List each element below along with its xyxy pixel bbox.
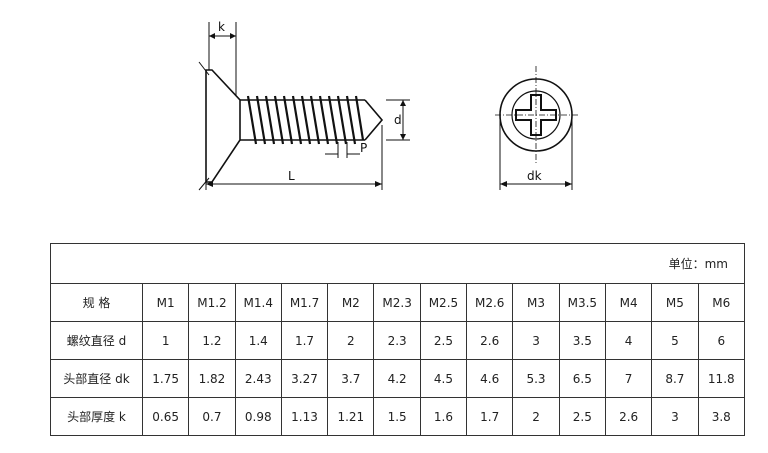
table-cell: M3.5 xyxy=(558,283,606,322)
top-view xyxy=(495,66,578,190)
p-label: P xyxy=(360,141,367,155)
table-cell: M5 xyxy=(651,283,699,322)
table-cell: 4.6 xyxy=(466,359,514,398)
table-cell: M1.7 xyxy=(280,283,329,322)
table-cell: 4.2 xyxy=(373,359,421,398)
table-cell: 8.7 xyxy=(651,359,699,398)
table-cell: 2.5 xyxy=(419,321,468,360)
table-cell: 1.5 xyxy=(373,397,421,436)
unit-label: 单位：mm xyxy=(50,243,745,284)
table-cell: 2.5 xyxy=(558,397,606,436)
table-cell: 5 xyxy=(651,321,699,360)
table-cell: 2 xyxy=(327,321,375,360)
table-cell: 3.5 xyxy=(558,321,606,360)
table-cell: 2.6 xyxy=(604,397,653,436)
table-cell: 3.27 xyxy=(280,359,329,398)
table-cell: 3 xyxy=(512,321,560,360)
table-cell: 1.21 xyxy=(327,397,375,436)
row-header: 螺纹直径 d xyxy=(50,321,143,360)
table-cell: 5.3 xyxy=(512,359,560,398)
table-cell: M4 xyxy=(604,283,653,322)
unit-row: 单位：mm xyxy=(50,243,745,284)
table-cell: M1 xyxy=(141,283,190,322)
l-label: L xyxy=(288,169,295,183)
table-cell: 0.7 xyxy=(188,397,236,436)
table-cell: 11.8 xyxy=(697,359,746,398)
table-cell: 0.98 xyxy=(234,397,282,436)
table-cell: 4 xyxy=(604,321,653,360)
side-view xyxy=(198,22,410,191)
table-cell: 3.7 xyxy=(327,359,375,398)
table-cell: M1.2 xyxy=(188,283,236,322)
table-cell: 2 xyxy=(512,397,560,436)
table-cell: M2.3 xyxy=(373,283,421,322)
table-cell: M2.6 xyxy=(466,283,514,322)
table-cell: 7 xyxy=(604,359,653,398)
k-label: k xyxy=(218,20,225,34)
table-cell: 0.65 xyxy=(141,397,190,436)
d-label: d xyxy=(394,113,402,127)
table-cell: 1 xyxy=(141,321,190,360)
table-cell: 2.43 xyxy=(234,359,282,398)
screw-drawing: k d P L dk xyxy=(198,20,578,191)
table-cell: 1.7 xyxy=(466,397,514,436)
table-cell: M2.5 xyxy=(419,283,468,322)
row-header: 头部直径 dk xyxy=(50,359,143,398)
table-cell: 2.6 xyxy=(466,321,514,360)
thread-lines xyxy=(246,95,365,145)
table-cell: 1.82 xyxy=(188,359,236,398)
table-cell: 3 xyxy=(651,397,699,436)
dk-label: dk xyxy=(527,169,542,183)
row-header: 头部厚度 k xyxy=(50,397,143,436)
row-header: 规 格 xyxy=(50,283,143,322)
table-cell: M3 xyxy=(512,283,560,322)
table-cell: 1.4 xyxy=(234,321,282,360)
table-cell: M2 xyxy=(327,283,375,322)
table-cell: 3.8 xyxy=(697,397,746,436)
table-cell: 1.6 xyxy=(419,397,468,436)
table-cell: 4.5 xyxy=(419,359,468,398)
table-cell: M6 xyxy=(697,283,746,322)
table-cell: M1.4 xyxy=(234,283,282,322)
table-cell: 1.7 xyxy=(280,321,329,360)
table-cell: 2.3 xyxy=(373,321,421,360)
table-cell: 1.2 xyxy=(188,321,236,360)
table-cell: 1.75 xyxy=(141,359,190,398)
table-cell: 6.5 xyxy=(558,359,606,398)
table-cell: 1.13 xyxy=(280,397,329,436)
table-cell: 6 xyxy=(697,321,746,360)
